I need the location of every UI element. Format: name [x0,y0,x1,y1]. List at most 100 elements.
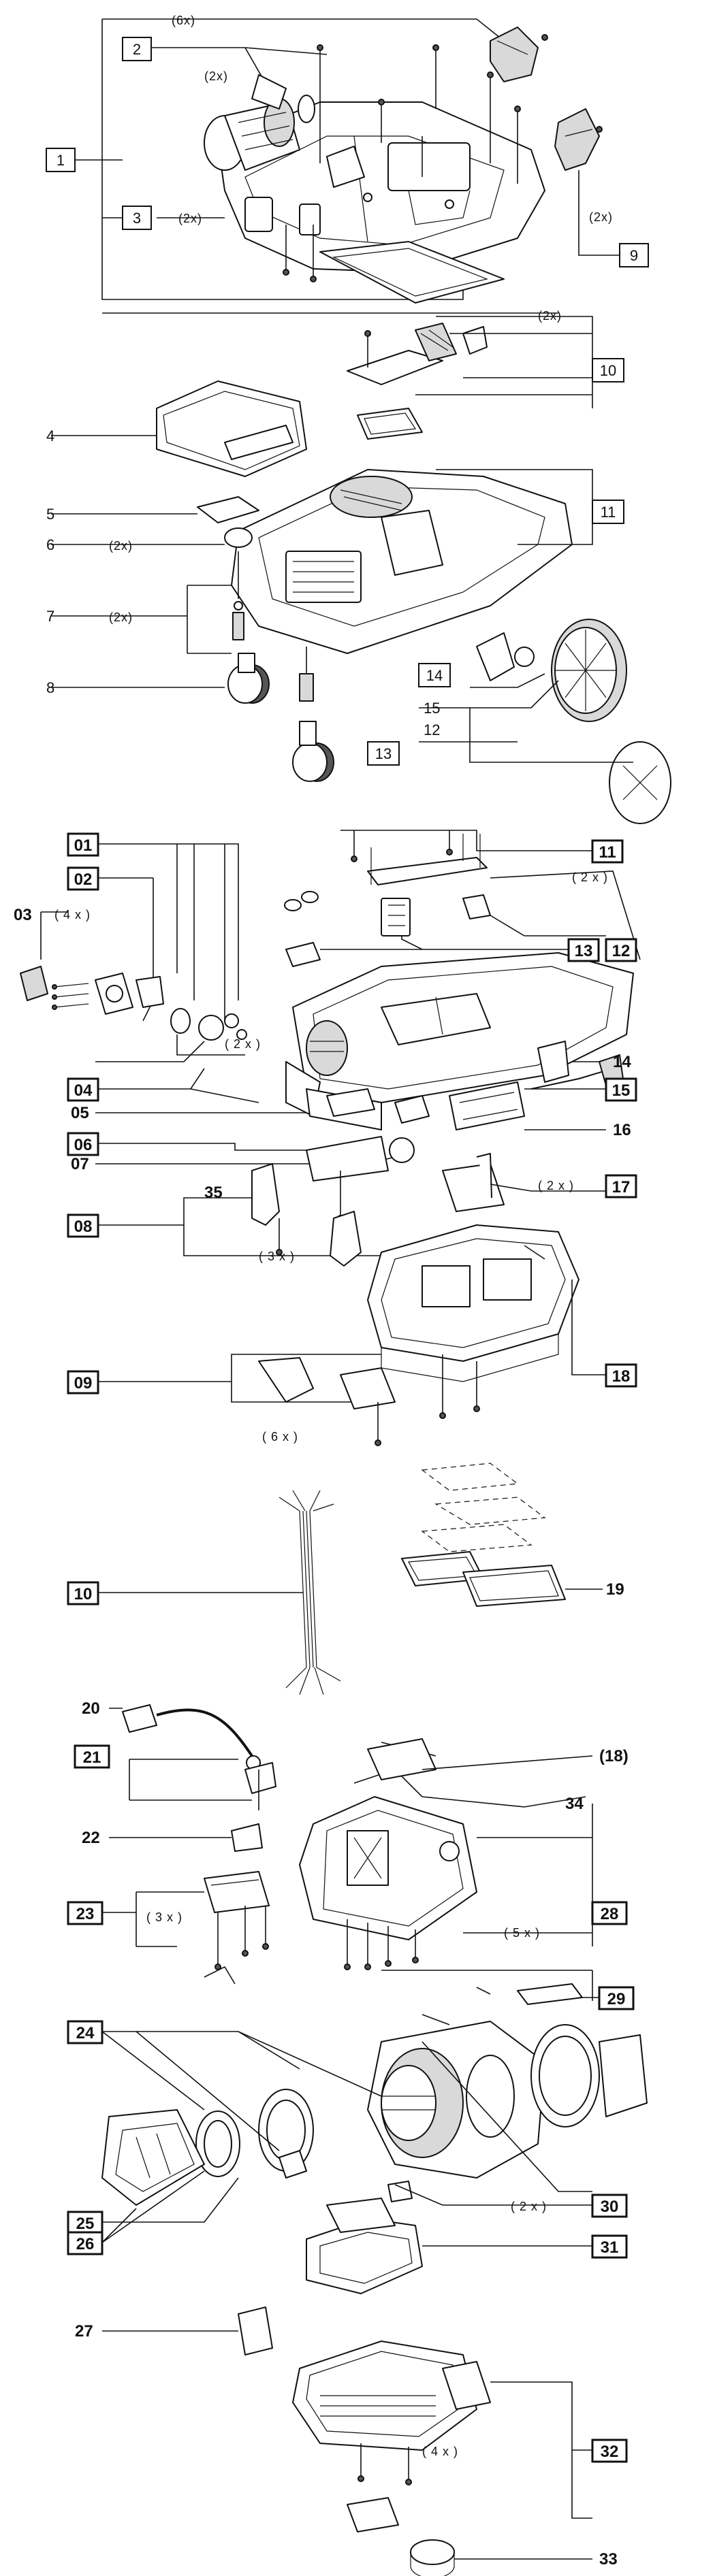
svg-text:(2x): (2x) [109,539,133,553]
svg-text:04: 04 [74,1081,93,1100]
svg-text:01: 01 [74,836,93,855]
section-a-top-assembly: (6x) 2 (2x) 1 3 (2x) (2x) 9 [46,14,649,314]
svg-text:23: 23 [76,1905,95,1923]
svg-text:08: 08 [74,1218,93,1236]
callout-02: 02 [67,866,99,891]
latch-parts [244,197,321,282]
callout-7: 7 (2x) [46,608,132,625]
callout-01: 01 [67,832,99,857]
callout-32: 32 [591,2439,628,2463]
callout-18-ref: (18) [599,1747,629,1765]
svg-text:(6x): (6x) [172,14,195,27]
section-d-motor-assembly: 20 21 22 23 ( 3 x ) (18) 34 28 ( 5 x ) 2… [67,1699,648,2576]
caster-parts [51,527,334,782]
callout-28: 28 [591,1901,628,1925]
section-c-housing-assembly: 01 02 ( 4 x ) 03 ( 2 x ) ( 2 x ) 11 13 1… [14,830,641,1695]
label-2x: (2x) [589,210,613,224]
callout-15b: 15 [605,1077,637,1102]
label-3x: ( 3 x ) [259,1250,295,1263]
svg-text:32: 32 [601,2443,619,2461]
container-18 [367,1224,606,1419]
callout-08: 08 [67,1213,99,1238]
label-3x: ( 3 x ) [146,1910,182,1924]
leader-line [95,1354,395,1403]
callout-16: 16 [613,1121,631,1139]
callout-25: 25 [67,2211,104,2235]
callout-09: 09 [67,1370,99,1395]
svg-text:06: 06 [74,1136,93,1154]
callout-20: 20 [82,1699,100,1718]
svg-text:25: 25 [76,2215,95,2233]
callout-22: 22 [82,1829,100,1847]
callout-05: 05 [71,1104,89,1122]
callout-06: 06 [67,1132,99,1156]
callout-5: 5 [46,506,54,523]
frame-5 [51,496,259,523]
svg-text:2: 2 [133,41,141,58]
svg-text:13: 13 [575,942,593,960]
latch-parts-08 [251,1163,362,1267]
label-6x-top: (6x) [172,14,195,27]
callout-23: 23 [67,1901,104,1925]
svg-text:7: 7 [46,608,54,625]
callout-30: 30 [591,2194,628,2218]
callout-1: 1 [46,148,76,172]
callout-3: 3 [122,206,152,230]
label-5x: ( 5 x ) [504,1926,540,1940]
callout-07: 07 [71,1155,89,1173]
label-4x: ( 4 x ) [54,908,91,922]
svg-text:21: 21 [83,1748,101,1767]
svg-text:26: 26 [76,2235,95,2253]
svg-text:10: 10 [600,362,616,379]
callout-31: 31 [591,2234,628,2259]
svg-text:29: 29 [607,1990,626,2008]
callout-34: 34 [565,1795,584,1813]
leader-line [415,333,592,395]
lower-housing-32 [292,2341,592,2519]
gasket [319,241,505,304]
callout-17: 17 [605,1174,637,1199]
callout-10: 10 [592,358,624,382]
callout-21: 21 [74,1744,110,1769]
motor-assembly [101,2021,648,2243]
callout-12: 12 [424,721,440,738]
part-27 [102,2306,273,2355]
svg-text:11: 11 [601,504,616,521]
clip-part-9 [554,108,620,256]
clip-parts-12-13 [284,870,641,967]
power-cord-20 [109,1704,261,1770]
leader-line [136,47,328,96]
callout-8: 8 [46,679,54,696]
svg-text:24: 24 [76,2024,95,2042]
label-2x: (2x) [178,212,202,225]
svg-text:13: 13 [375,745,392,762]
label-6x: ( 6 x ) [262,1430,298,1444]
motor-housing-upper [299,1738,593,1970]
callout-10b: 10 [67,1581,99,1605]
label-2x: ( 2 x ) [225,1037,261,1051]
cord-clamp-parts [109,1759,276,1852]
svg-text:10: 10 [74,1585,93,1603]
carry-handle [340,830,592,885]
leader-line [102,18,505,42]
svg-text:11: 11 [599,843,616,862]
leader-line [40,911,68,960]
callout-12b: 12 [605,938,637,962]
svg-text:18: 18 [612,1367,631,1386]
switch-parts [306,1088,430,1222]
callout-9: 9 [619,243,649,267]
svg-text:28: 28 [601,1905,619,1923]
label-2x: (2x) [538,309,562,323]
callout-24: 24 [67,2020,104,2044]
cable-harness-10 [95,1490,341,1695]
svg-text:14: 14 [426,667,443,684]
bracket-23 [102,1871,270,1985]
section-b-base-assembly: (2x) 10 4 5 11 6 (2x) 7 (2x) 8 14 15 12 … [46,309,671,824]
side-parts-01-05 [20,966,247,1062]
svg-text:30: 30 [601,2198,619,2216]
callout-15: 15 [424,700,440,717]
svg-text:3: 3 [133,210,141,227]
label-4x: ( 4 x ) [422,2445,458,2458]
callout-4: 4 [46,427,54,444]
